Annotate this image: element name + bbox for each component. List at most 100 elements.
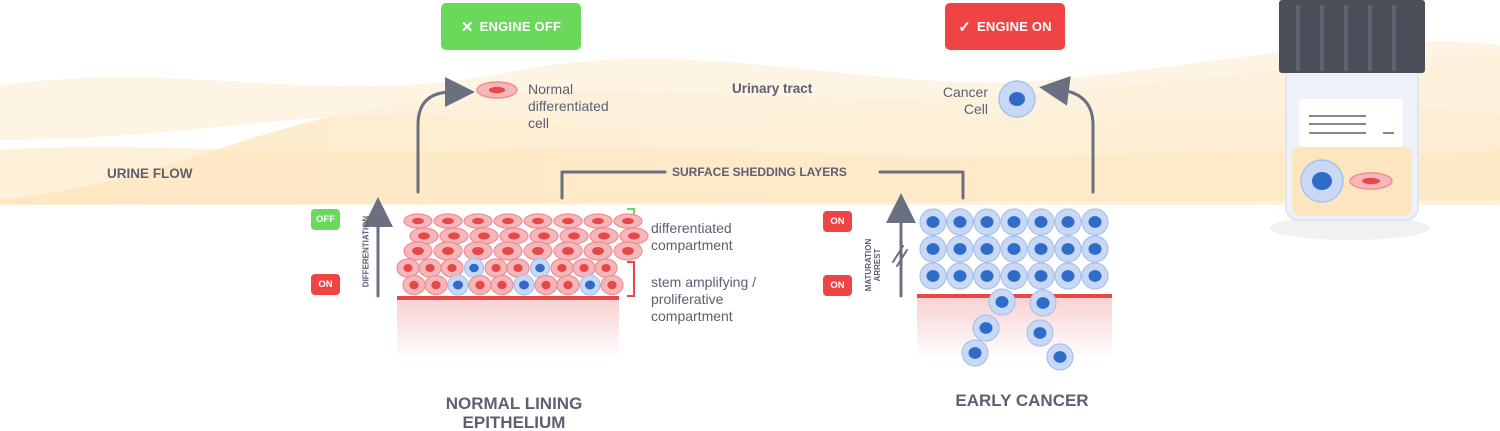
blue-cell [1027,235,1055,263]
blue-cell [988,288,1016,316]
urinary-tract-label: Urinary tract [732,81,813,96]
normal-cell [613,213,643,229]
normal-cell [594,258,618,278]
cancer-shedding-arrow [1039,75,1095,194]
blue-cell [1046,343,1074,371]
urine-flow-band [0,40,1500,205]
normal-cell [553,241,583,261]
cancer-basement-membrane [917,294,1112,298]
normal-cell [589,227,619,245]
normal-cell [559,227,589,245]
normal-cell-label: Normal differentiated cell [528,81,609,131]
blue-cell [579,274,601,296]
blue-cell [529,257,551,279]
blue-cell [946,235,974,263]
specimen-jar [1270,0,1430,240]
blue-cell [1000,262,1028,290]
cancer-cell-label: Cancer Cell [942,84,988,117]
normal-cell [440,258,464,278]
blue-cell [946,208,974,236]
engine-on-button: ✓ ENGINE ON [945,3,1065,50]
blue-cell [973,208,1001,236]
normal-cell [433,213,463,229]
blue-cell [919,208,947,236]
normal-epithelium-title: NORMAL LINING EPITHELIUM [445,394,583,431]
stem-compartment-label: stem amplifying / proliferative compartm… [651,274,757,324]
blue-cell [973,235,1001,263]
blue-cell [447,274,469,296]
normal-cell [572,258,596,278]
normal-cell [553,213,583,229]
normal-cell [600,274,624,296]
blue-cell [919,235,947,263]
normal-cell [534,274,558,296]
check-icon: ✓ [958,18,971,36]
normal-cell [418,258,442,278]
normal-cell [499,227,529,245]
normal-cell [468,274,492,296]
normal-cell [583,241,613,261]
differentiation-axis-label: DIFFERENTIATION [361,215,371,288]
normal-cell [439,227,469,245]
blue-cell [946,262,974,290]
shedding-bracket [560,170,965,200]
cancer-cell-icon [998,80,1036,118]
normal-on-badge: ON [311,274,340,295]
blue-cell [513,274,535,296]
normal-cell [396,258,420,278]
normal-off-badge: OFF [311,209,340,230]
cancer-cell-layers [919,208,1109,371]
blue-cell [961,339,989,367]
normal-tissue [397,299,619,359]
engine-off-button: ✕ ENGINE OFF [441,3,581,50]
arrest-mark [892,245,908,267]
blue-cell [1000,208,1028,236]
blue-cell [1054,208,1082,236]
normal-cell-layers [396,213,649,296]
cancer-on-badge-bottom: ON [823,275,852,296]
blue-cell [973,262,1001,290]
blue-cell [1026,319,1054,347]
normal-cell [523,213,553,229]
blue-cell [1000,235,1028,263]
normal-cell [463,241,493,261]
normal-cell [484,258,508,278]
blue-cell [1081,262,1109,290]
jar-label [1299,99,1403,147]
surface-shedding-label: SURFACE SHEDDING LAYERS [672,165,847,179]
normal-cell [403,213,433,229]
normal-cell-icon [476,81,518,99]
normal-cell [469,227,499,245]
maturation-arrest-label: MATURATION ARREST [864,238,882,292]
normal-cell [506,258,530,278]
blue-cell [1027,262,1055,290]
normal-cell [550,258,574,278]
urine-flow-label: URINE FLOW [107,166,193,181]
blue-cell [463,257,485,279]
engine-off-label: ENGINE OFF [479,19,562,34]
normal-shedding-arrow [416,77,475,194]
blue-cell [1081,235,1109,263]
flow-arrows [363,75,1095,298]
blue-cell [1054,262,1082,290]
x-icon: ✕ [460,18,474,36]
normal-cell [493,213,523,229]
early-cancer-title: EARLY CANCER [955,391,1089,410]
normal-cell [523,241,553,261]
normal-cell [583,213,613,229]
blue-cell [919,262,947,290]
normal-cell [403,241,433,261]
engine-on-label: ENGINE ON [977,19,1052,34]
differentiated-compartment-label: differentiated compartment [651,220,733,253]
stem-bracket [627,261,635,297]
normal-cell [490,274,514,296]
normal-cell [613,241,643,261]
normal-cell [556,274,580,296]
normal-cell [619,227,649,245]
blue-cell [1054,235,1082,263]
blue-cell [1027,208,1055,236]
jar-lid [1279,0,1425,73]
blue-cell [1029,289,1057,317]
